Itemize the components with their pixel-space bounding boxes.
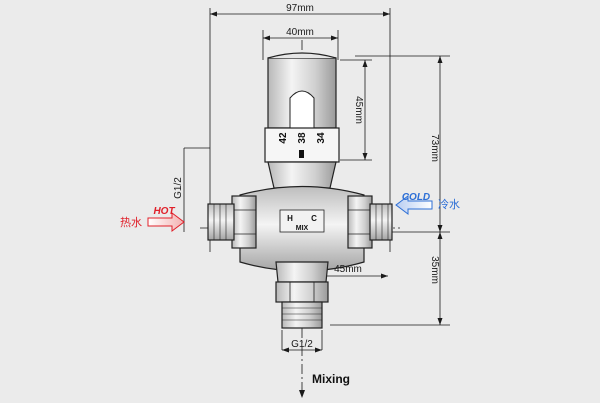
hot-label: HOT xyxy=(153,206,175,217)
cold-cn-label: 冷水 xyxy=(438,198,460,211)
body-mark-hot: H xyxy=(287,214,293,223)
dim-side-offset: 45mm xyxy=(334,264,362,275)
thread-inlet-label: G1/2 xyxy=(173,177,184,199)
body-mark-mix: MIX xyxy=(296,225,309,232)
thread-outlet-label: G1/2 xyxy=(291,339,313,350)
temp-scale-42: 42 xyxy=(278,132,289,144)
hot-cn-label: 热水 xyxy=(120,216,142,229)
indicator-mark xyxy=(299,150,304,158)
cold-label: COLD xyxy=(402,192,430,203)
body-mark-cold: C xyxy=(311,214,317,223)
cold-inlet-arrow xyxy=(395,195,433,215)
dim-total-height: 73mm xyxy=(429,134,440,162)
hot-inlet-arrow xyxy=(147,212,185,232)
temp-scale-38: 38 xyxy=(297,132,308,144)
valve-body xyxy=(207,52,393,329)
dim-lower-height: 35mm xyxy=(429,256,440,284)
outlet-mixing-label: Mixing xyxy=(312,372,350,386)
dimension-arrowheads xyxy=(210,11,443,398)
temp-scale-34: 34 xyxy=(316,132,327,144)
dim-handle-width: 40mm xyxy=(286,27,314,38)
dim-handle-height: 45mm xyxy=(353,96,364,124)
dim-overall-width: 97mm xyxy=(286,3,314,14)
